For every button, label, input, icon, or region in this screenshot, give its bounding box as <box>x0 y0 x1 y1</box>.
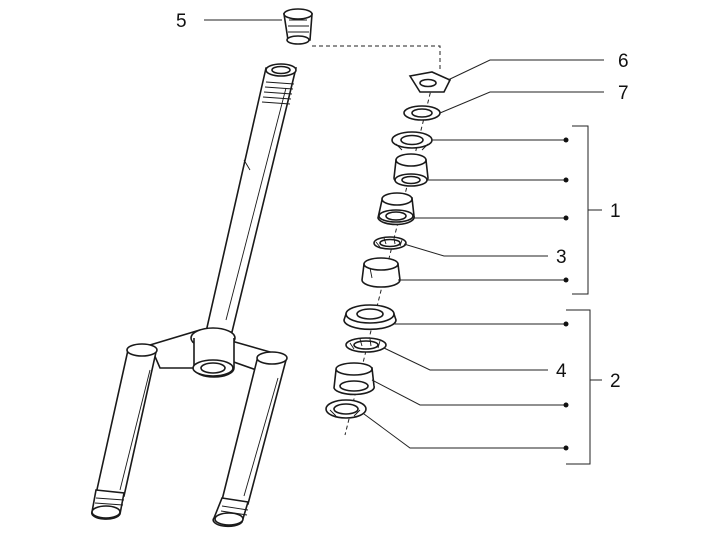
callout-6: 6 <box>618 51 629 72</box>
part-6-plate <box>408 71 452 93</box>
bearing-cone-upper <box>391 131 433 151</box>
callout-2: 2 <box>610 371 621 392</box>
front-fork <box>91 63 298 528</box>
lower-race <box>343 304 397 331</box>
callout-4: 4 <box>556 361 567 382</box>
dust-seal <box>325 399 367 419</box>
bearing-race-mid <box>377 192 415 226</box>
alignment-line <box>312 45 441 70</box>
bracket-group-1 <box>572 125 602 295</box>
bearing-cup-upper <box>393 153 429 187</box>
lower-cup-top <box>361 257 401 288</box>
part-7-washer <box>403 105 441 121</box>
part-5-nut <box>283 8 313 45</box>
bracket-group-2 <box>566 309 602 465</box>
leader-dots <box>563 137 569 451</box>
part-4-ball-cage <box>345 337 387 353</box>
callout-3: 3 <box>556 247 567 268</box>
leader-lines <box>204 19 604 449</box>
callout-1: 1 <box>610 201 621 222</box>
callout-7: 7 <box>618 83 629 104</box>
lower-cone <box>333 362 375 396</box>
part-3-ball-cage <box>373 236 407 250</box>
callout-5: 5 <box>176 11 187 32</box>
